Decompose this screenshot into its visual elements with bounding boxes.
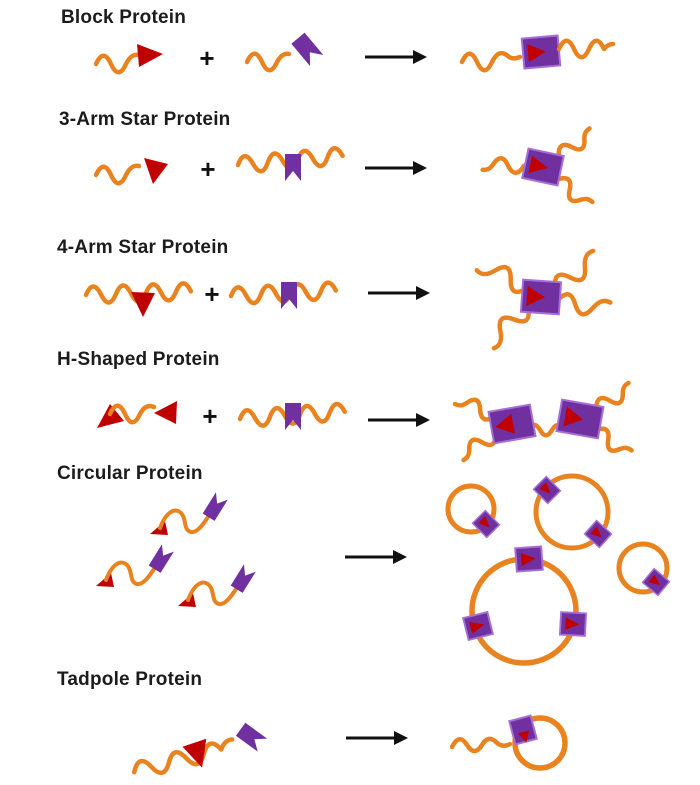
plus-sign-3-arm: +	[200, 154, 216, 184]
chain	[244, 51, 292, 73]
chain	[107, 403, 157, 425]
telechelic-chain	[150, 492, 228, 535]
row-block-graphics	[93, 32, 616, 75]
reaction-arrow-icon	[366, 411, 432, 429]
chain	[93, 52, 142, 75]
reaction-arrow-icon	[363, 48, 429, 66]
chain	[237, 401, 347, 428]
red-end-group-icon	[144, 158, 168, 184]
row-4-arm-graphics	[83, 250, 611, 348]
chain	[459, 50, 523, 73]
circular-protein-ring	[533, 473, 611, 551]
h-product-right	[555, 382, 635, 460]
purple-mid-tag-icon	[285, 154, 301, 181]
row-title-circular: Circular Protein	[57, 463, 203, 484]
plus-sign-block: +	[199, 43, 215, 73]
purple-mid-tag-icon	[281, 282, 297, 309]
linker-block-icon	[521, 147, 565, 187]
reaction-arrow-icon	[344, 729, 410, 747]
row-circular-graphics	[96, 473, 671, 666]
purple-end-group-icon	[291, 32, 324, 67]
chain	[556, 38, 616, 60]
ring-linker-icon	[462, 611, 494, 641]
reaction-arrow-icon	[343, 548, 409, 566]
reaction-arrow-icon	[366, 284, 432, 302]
circular-protein-ring	[616, 541, 670, 595]
purple-end-group-icon	[235, 722, 268, 752]
star-arm	[556, 291, 611, 319]
row-tadpole-graphics	[131, 714, 568, 776]
star-arm	[483, 157, 525, 173]
linker-block-icon	[508, 714, 538, 746]
chain	[93, 163, 142, 186]
row-h-shaped-graphics	[97, 382, 635, 460]
circular-protein-ring	[445, 483, 497, 535]
star-4-product	[476, 250, 610, 348]
ring-linker-icon	[558, 611, 588, 637]
chain	[131, 737, 235, 776]
telechelic-chain	[178, 564, 256, 607]
row-3-arm-graphics	[93, 128, 597, 211]
red-end-group-icon	[154, 401, 177, 424]
linker-block-icon	[555, 398, 605, 440]
plus-sign-4-arm: +	[204, 279, 220, 309]
row-title-tadpole: Tadpole Protein	[57, 669, 203, 690]
row-title-block-protein: Block Protein	[61, 7, 187, 28]
ring-linker-icon	[514, 545, 544, 573]
red-mid-group-icon	[131, 292, 155, 317]
row-title-4-arm-star: 4-Arm Star Protein	[57, 237, 229, 258]
red-end-group-icon	[137, 44, 163, 67]
purple-mid-tag-icon	[285, 403, 301, 430]
row-title-h-shaped: H-Shaped Protein	[57, 349, 220, 370]
telechelic-chain	[96, 544, 174, 587]
row-title-3-arm-star: 3-Arm Star Protein	[59, 109, 231, 130]
star-3-product	[483, 128, 597, 211]
plus-sign-h-shaped: +	[202, 401, 218, 431]
reaction-arrow-icon	[363, 159, 429, 177]
h-product-left	[455, 393, 537, 461]
circular-protein-ring	[469, 556, 579, 666]
tadpole-tail-chain	[449, 736, 513, 754]
red-mid-group-icon	[182, 738, 207, 768]
linker-block-icon	[520, 34, 562, 70]
linker-block-icon	[487, 403, 537, 445]
linker-block-icon	[519, 278, 563, 316]
